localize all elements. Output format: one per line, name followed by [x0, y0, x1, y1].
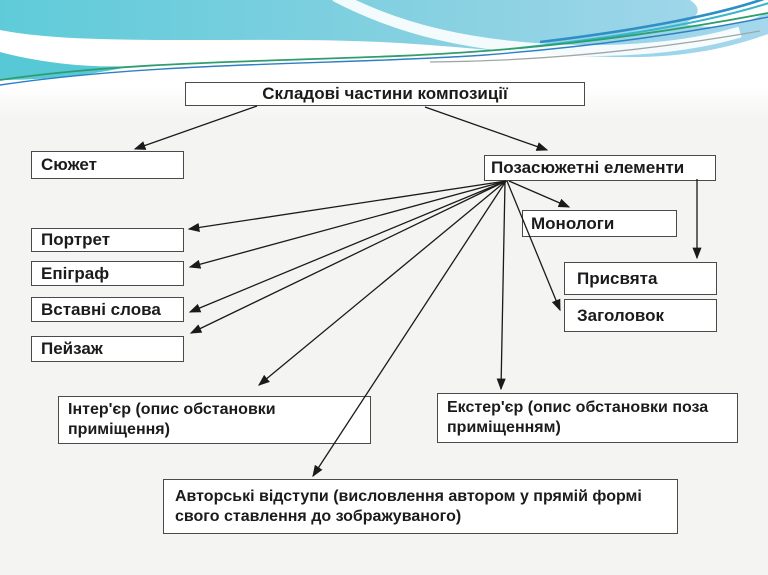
node-monolohy-label: Монологи: [531, 213, 615, 233]
arrow-to-eksterier: [496, 181, 506, 391]
node-epihraf: Епіграф: [31, 261, 184, 286]
node-portret-label: Портрет: [41, 230, 111, 250]
node-avtorski-vidstupy-label: Авторські відступи (висловлення автором …: [175, 487, 642, 525]
node-peizazh: Пейзаж: [31, 336, 184, 362]
node-vstavni-slova-label: Вставні слова: [41, 299, 161, 319]
arrow-to-portret: [187, 180, 507, 232]
arrow-to-peizazh: [189, 180, 507, 334]
node-monolohy: Монологи: [522, 210, 677, 237]
wave-left-wedge: [0, 52, 132, 80]
node-eksterier-label: Екстер'єр (опис обстановки поза приміщен…: [447, 399, 709, 436]
wave-grey-line: [429, 30, 761, 63]
node-epihraf-label: Епіграф: [41, 263, 110, 283]
node-peizazh-label: Пейзаж: [41, 339, 103, 359]
arrow-to-interier: [257, 180, 507, 386]
node-portret: Портрет: [31, 228, 184, 252]
node-eksterier: Екстер'єр (опис обстановки поза приміщен…: [437, 393, 738, 443]
node-title-label: Складові частини композиції: [262, 84, 508, 104]
node-interier: Інтер'єр (опис обстановки приміщення): [58, 396, 371, 444]
node-pozasiuzhetni: Позасюжетні елементи: [484, 155, 716, 181]
arrow-to-monolohy: [508, 180, 571, 208]
wave-green-line: [0, 12, 768, 81]
node-title: Складові частини композиції: [185, 82, 585, 106]
wave-thin-blue-line: [0, 16, 768, 86]
node-zaholovok-label: Заголовок: [577, 305, 665, 325]
wave-blue-streak: [539, 0, 765, 44]
arrow-to-vstavni-slova: [188, 180, 507, 313]
node-siuzhet-label: Сюжет: [41, 155, 97, 175]
arrow-to-zaholovok: [506, 180, 561, 312]
node-siuzhet: Сюжет: [31, 151, 184, 179]
node-zaholovok: Заголовок: [564, 299, 717, 332]
arrow-to-epihraf: [188, 180, 507, 269]
node-interier-label: Інтер'єр (опис обстановки приміщення): [68, 401, 276, 438]
node-pozasiuzhetni-label: Позасюжетні елементи: [491, 158, 685, 178]
node-vstavni-slova: Вставні слова: [31, 297, 184, 322]
node-avtorski-vidstupy: Авторські відступи (висловлення автором …: [163, 479, 678, 534]
wave-white-swoosh: [332, 0, 742, 57]
node-prysviata: Присвята: [564, 262, 717, 295]
node-prysviata-label: Присвята: [577, 268, 658, 288]
